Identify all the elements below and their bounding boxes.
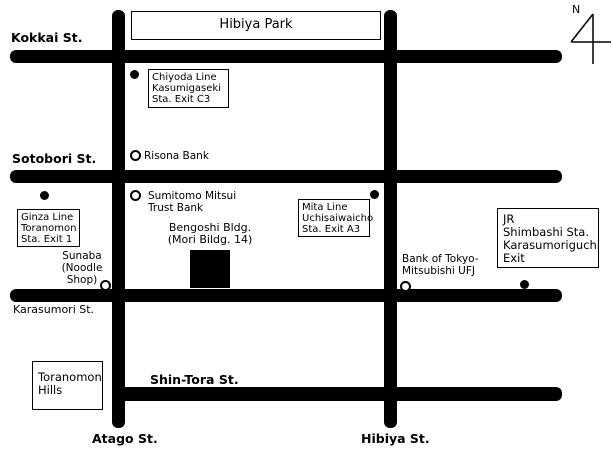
chiyoda-exit-marker xyxy=(130,70,139,79)
karasumori-street-road xyxy=(10,289,562,302)
destination-building-label: Bengoshi Bldg. (Mori Bildg. 14) xyxy=(167,221,253,246)
atago-street-road xyxy=(112,10,125,428)
atago-street-label: Atago St. xyxy=(92,431,158,446)
kokkai-street-label: Kokkai St. xyxy=(11,30,83,45)
sotobori-street-road xyxy=(10,170,562,183)
hibiya-park-label: Hibiya Park xyxy=(131,11,381,40)
north-label: N xyxy=(572,3,581,16)
jr-shimbashi-station-label: JR Shimbashi Sta. Karasumoriguchi Exit xyxy=(497,208,600,268)
sunaba-marker xyxy=(100,280,111,291)
karasumori-street-label: Karasumori St. xyxy=(13,303,95,316)
chiyoda-line-station-label: Chiyoda Line Kasumigaseki Sta. Exit C3 xyxy=(148,69,229,108)
kokkai-street-road xyxy=(10,50,562,63)
tokyo-mitsubishi-bank-label: Bank of Tokyo- Mitsubishi UFJ xyxy=(402,253,479,277)
toranomon-hills-label: Toranomon Hills xyxy=(32,361,103,410)
sumitomo-bank-label: Sumitomo Mitsui Trust Bank xyxy=(148,190,237,214)
risona-bank-label: Risona Bank xyxy=(144,150,209,162)
hibiya-street-road xyxy=(384,10,397,428)
tokyo-mitsubishi-bank-marker xyxy=(400,281,411,292)
ginza-exit-marker xyxy=(40,191,49,200)
destination-building-marker xyxy=(190,250,230,288)
sunaba-noodle-shop-label: Sunaba (Noodle Shop) xyxy=(61,250,103,286)
risona-bank-marker xyxy=(130,150,141,161)
ginza-line-station-label: Ginza Line Toranomon Sta. Exit 1 xyxy=(17,209,80,247)
mita-line-station-label: Mita Line Uchisaiwaicho Sta. Exit A3 xyxy=(298,199,373,237)
mita-exit-marker xyxy=(370,190,379,199)
jr-exit-marker xyxy=(520,280,529,289)
shintora-street-label: Shin-Tora St. xyxy=(150,372,239,387)
sumitomo-bank-marker xyxy=(130,190,141,201)
hibiya-street-label: Hibiya St. xyxy=(361,431,430,446)
shintora-street-road xyxy=(118,387,562,401)
sotobori-street-label: Sotobori St. xyxy=(12,151,97,166)
north-arrow-icon xyxy=(570,13,611,64)
